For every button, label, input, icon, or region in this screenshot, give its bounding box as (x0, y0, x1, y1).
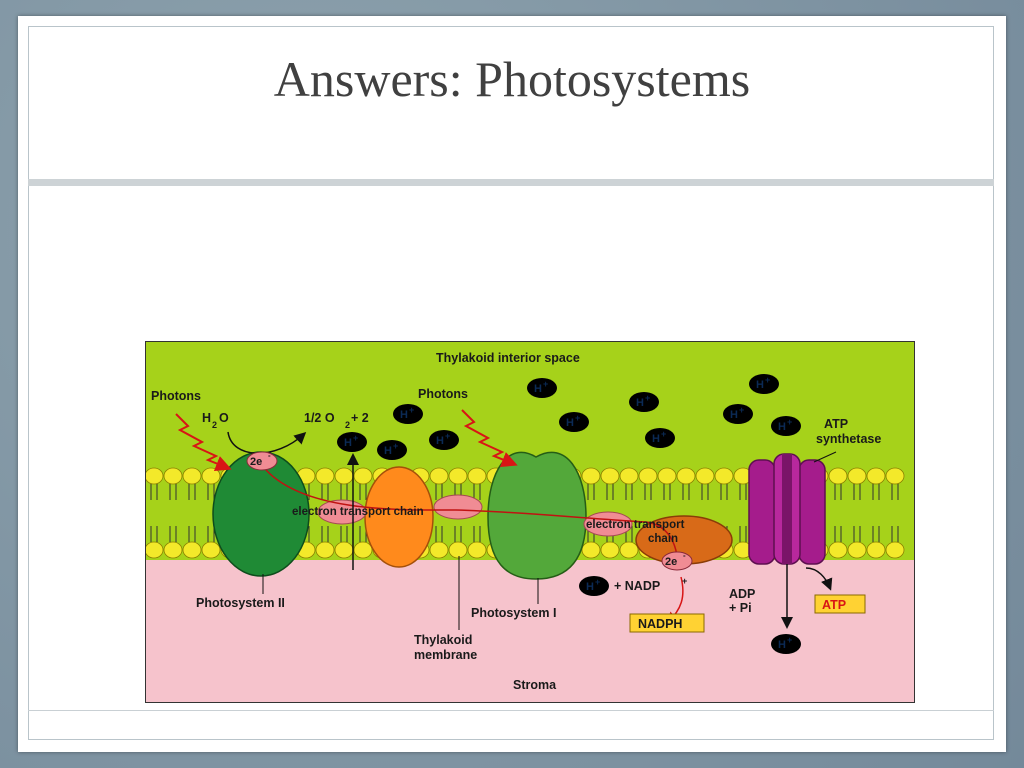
atp-synthetase-label-2: synthetase (816, 432, 881, 446)
atp-synthetase (748, 453, 826, 565)
svg-text:+: + (739, 405, 744, 415)
svg-text:+: + (393, 441, 398, 451)
thylakoid-interior-label: Thylakoid interior space (436, 351, 580, 365)
proton-ions: H+H+H+H+H+H+H+H+H+H+H+H+H+ (337, 374, 801, 654)
svg-text:+: + (353, 433, 358, 443)
svg-text:2: 2 (212, 420, 217, 430)
proton-ion: H+ (377, 440, 407, 460)
svg-text:NADPH: NADPH (638, 617, 682, 631)
proton-ion: H+ (393, 404, 423, 424)
proton-ion: H+ (429, 430, 459, 450)
proton-ion: H+ (771, 416, 801, 436)
adp-label-1: ADP (729, 587, 755, 601)
photons-label-ps1: Photons (418, 387, 468, 401)
photon-arrow-ps2 (175, 413, 232, 471)
svg-text:H: H (586, 581, 594, 593)
svg-text:-: - (683, 551, 686, 560)
photosystem-i (487, 451, 587, 580)
etc-label-2-line1: electron transport (586, 519, 685, 531)
svg-text:+: + (409, 405, 414, 415)
svg-text:+: + (645, 393, 650, 403)
svg-text:-: - (268, 451, 271, 460)
svg-text:2e: 2e (665, 556, 677, 568)
footer-divider (28, 710, 994, 711)
atp-formation-arrow (805, 567, 833, 591)
stroma-label: Stroma (513, 678, 557, 692)
photosystem-ii-label: Photosystem II (196, 596, 285, 610)
svg-text:+: + (445, 431, 450, 441)
nadph-box: NADPH (629, 613, 705, 633)
adp-label-2: + Pi (729, 601, 752, 615)
svg-text:+: + (765, 375, 770, 385)
electrons-ps2: 2e - (246, 451, 278, 471)
slide-title: Answers: Photosystems (273, 51, 751, 107)
title-divider (28, 179, 994, 186)
svg-text:H: H (384, 445, 392, 457)
svg-text:H: H (730, 409, 738, 421)
photosystems-diagram: 2e - 2e - H+H+H+H+H+H+H+H+H+H+H+H+H+ Thy… (145, 341, 915, 703)
slide-frame (28, 26, 994, 740)
proton-ion: H+ (527, 378, 557, 398)
svg-text:H: H (652, 433, 660, 445)
thylakoid-membrane-label-1: Thylakoid (414, 633, 472, 647)
svg-text:O: O (219, 411, 229, 425)
svg-text:H: H (778, 421, 786, 433)
etc-label-2-line2: chain (648, 533, 678, 545)
proton-ion: H+ (559, 412, 589, 432)
electron-path (265, 469, 679, 565)
cytochrome-complex (364, 466, 434, 568)
svg-text:+: + (661, 429, 666, 439)
proton-ion: H+ (771, 634, 801, 654)
svg-text:+: + (682, 576, 687, 586)
etc-label-1: electron transport chain (292, 506, 424, 518)
water-label: H 2 O (202, 411, 229, 430)
photon-arrow-ps1 (461, 409, 518, 467)
slide: Answers: Photosystems (18, 16, 1006, 752)
photosystem-i-label: Photosystem I (471, 606, 556, 620)
proton-ion: H+ (579, 576, 609, 596)
atp-synthetase-leader (813, 451, 837, 463)
svg-text:+: + (575, 413, 580, 423)
svg-text:H: H (344, 437, 352, 449)
svg-text:H: H (534, 383, 542, 395)
svg-text:2e: 2e (250, 456, 262, 468)
svg-text:1/2 O: 1/2 O (304, 411, 335, 425)
electrons-etc: 2e - (661, 551, 693, 571)
nadp-label: + NADP + (614, 576, 687, 593)
electron-carrier-2 (433, 494, 483, 520)
proton-ion: H+ (749, 374, 779, 394)
atp-box: ATP (814, 594, 866, 614)
svg-text:+: + (595, 577, 600, 587)
svg-text:+ NADP: + NADP (614, 579, 660, 593)
photons-label-ps2: Photons (151, 389, 201, 403)
stroma-region (146, 560, 914, 702)
svg-text:H: H (756, 379, 764, 391)
svg-text:H: H (636, 397, 644, 409)
svg-text:H: H (566, 417, 574, 429)
thylakoid-membrane-label-2: membrane (414, 648, 477, 662)
svg-text:H: H (778, 639, 786, 651)
svg-text:+: + (787, 417, 792, 427)
svg-text:+: + (787, 635, 792, 645)
svg-text:+: + (543, 379, 548, 389)
proton-ion: H+ (645, 428, 675, 448)
atp-synthetase-label-1: ATP (824, 417, 848, 431)
svg-text:H: H (400, 409, 408, 421)
proton-ion: H+ (337, 432, 367, 452)
svg-text:2: 2 (345, 420, 350, 430)
svg-text:ATP: ATP (822, 598, 846, 612)
proton-ion: H+ (629, 392, 659, 412)
proton-ion: H+ (723, 404, 753, 424)
svg-text:+ 2: + 2 (351, 411, 369, 425)
svg-text:H: H (202, 411, 211, 425)
oxygen-label: 1/2 O 2 + 2 (304, 411, 369, 430)
svg-text:H: H (436, 435, 444, 447)
